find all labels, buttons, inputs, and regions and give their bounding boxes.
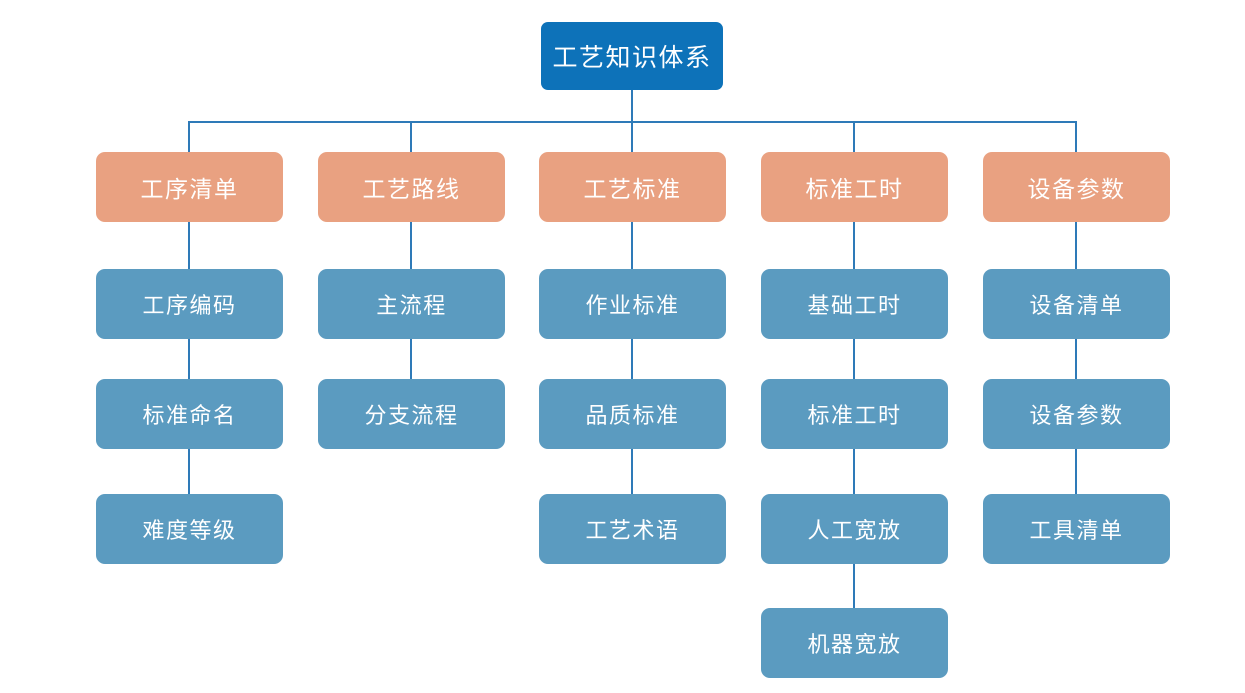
node-col-3-child-2[interactable]: 品质标准	[539, 379, 726, 449]
node-col-4-header-label: 标准工时	[805, 176, 904, 202]
node-col-1-child-2-label: 标准命名	[142, 403, 237, 428]
node-col-1-child-1[interactable]: 工序编码	[96, 269, 283, 339]
connector-col-5-row-2-3	[1075, 339, 1077, 379]
connector-col-4-row-3-4	[853, 449, 855, 494]
connector-root-down	[631, 90, 633, 122]
node-col-4-child-2-label: 标准工时	[807, 403, 902, 428]
connector-col-4-row-2-3	[853, 339, 855, 379]
node-col-4-child-2[interactable]: 标准工时	[761, 379, 948, 449]
node-root-label: 工艺知识体系	[552, 44, 712, 72]
node-col-4-child-1-label: 基础工时	[807, 293, 902, 318]
node-col-2-child-2[interactable]: 分支流程	[318, 379, 505, 449]
node-col-5-child-1[interactable]: 设备清单	[983, 269, 1170, 339]
connector-col-5-row-1-2	[1075, 222, 1077, 269]
connector-bus-to-col-5	[1075, 121, 1077, 154]
node-col-5-child-3[interactable]: 工具清单	[983, 494, 1170, 564]
node-col-3-header[interactable]: 工艺标准	[539, 152, 726, 222]
node-col-4-child-3-label: 人工宽放	[807, 518, 902, 543]
node-col-3-header-label: 工艺标准	[583, 176, 682, 202]
connector-col-1-row-3-4	[188, 449, 190, 494]
node-col-2-child-1[interactable]: 主流程	[318, 269, 505, 339]
node-col-3-child-3[interactable]: 工艺术语	[539, 494, 726, 564]
connector-col-2-row-2-3	[410, 339, 412, 379]
connector-bus-to-col-1	[188, 121, 190, 154]
connector-col-1-row-1-2	[188, 222, 190, 269]
node-col-2-child-2-label: 分支流程	[364, 403, 459, 428]
connector-bus-to-col-2	[410, 121, 412, 154]
connector-col-3-row-3-4	[631, 449, 633, 494]
node-col-2-header-label: 工艺路线	[362, 176, 461, 202]
node-col-1-header[interactable]: 工序清单	[96, 152, 283, 222]
connector-col-3-row-1-2	[631, 222, 633, 269]
node-col-3-child-1[interactable]: 作业标准	[539, 269, 726, 339]
connector-col-4-row-4-5	[853, 564, 855, 608]
node-col-4-child-3[interactable]: 人工宽放	[761, 494, 948, 564]
node-root[interactable]: 工艺知识体系	[541, 22, 723, 90]
node-col-1-header-label: 工序清单	[140, 176, 239, 202]
node-col-2-child-1-label: 主流程	[376, 293, 447, 318]
node-col-1-child-3[interactable]: 难度等级	[96, 494, 283, 564]
node-col-4-child-4-label: 机器宽放	[807, 632, 902, 657]
node-col-1-child-1-label: 工序编码	[142, 293, 237, 318]
connector-col-1-row-2-3	[188, 339, 190, 379]
node-col-5-header-label: 设备参数	[1027, 176, 1126, 202]
node-col-4-header[interactable]: 标准工时	[761, 152, 948, 222]
node-col-5-child-3-label: 工具清单	[1029, 518, 1124, 543]
connector-col-5-row-3-4	[1075, 449, 1077, 494]
node-col-5-header[interactable]: 设备参数	[983, 152, 1170, 222]
connector-col-3-row-2-3	[631, 339, 633, 379]
node-col-4-child-4[interactable]: 机器宽放	[761, 608, 948, 678]
connector-bus-horizontal	[189, 121, 1077, 123]
connector-col-2-row-1-2	[410, 222, 412, 269]
node-col-5-child-2[interactable]: 设备参数	[983, 379, 1170, 449]
node-col-4-child-1[interactable]: 基础工时	[761, 269, 948, 339]
node-col-1-child-3-label: 难度等级	[142, 518, 237, 543]
node-col-3-child-3-label: 工艺术语	[585, 518, 680, 543]
node-col-3-child-2-label: 品质标准	[585, 403, 680, 428]
node-col-1-child-2[interactable]: 标准命名	[96, 379, 283, 449]
connector-bus-to-col-3	[631, 121, 633, 154]
node-col-5-child-2-label: 设备参数	[1029, 403, 1124, 428]
node-col-2-header[interactable]: 工艺路线	[318, 152, 505, 222]
node-col-3-child-1-label: 作业标准	[585, 293, 680, 318]
node-col-5-child-1-label: 设备清单	[1029, 293, 1124, 318]
connector-bus-to-col-4	[853, 121, 855, 154]
connector-col-4-row-1-2	[853, 222, 855, 269]
